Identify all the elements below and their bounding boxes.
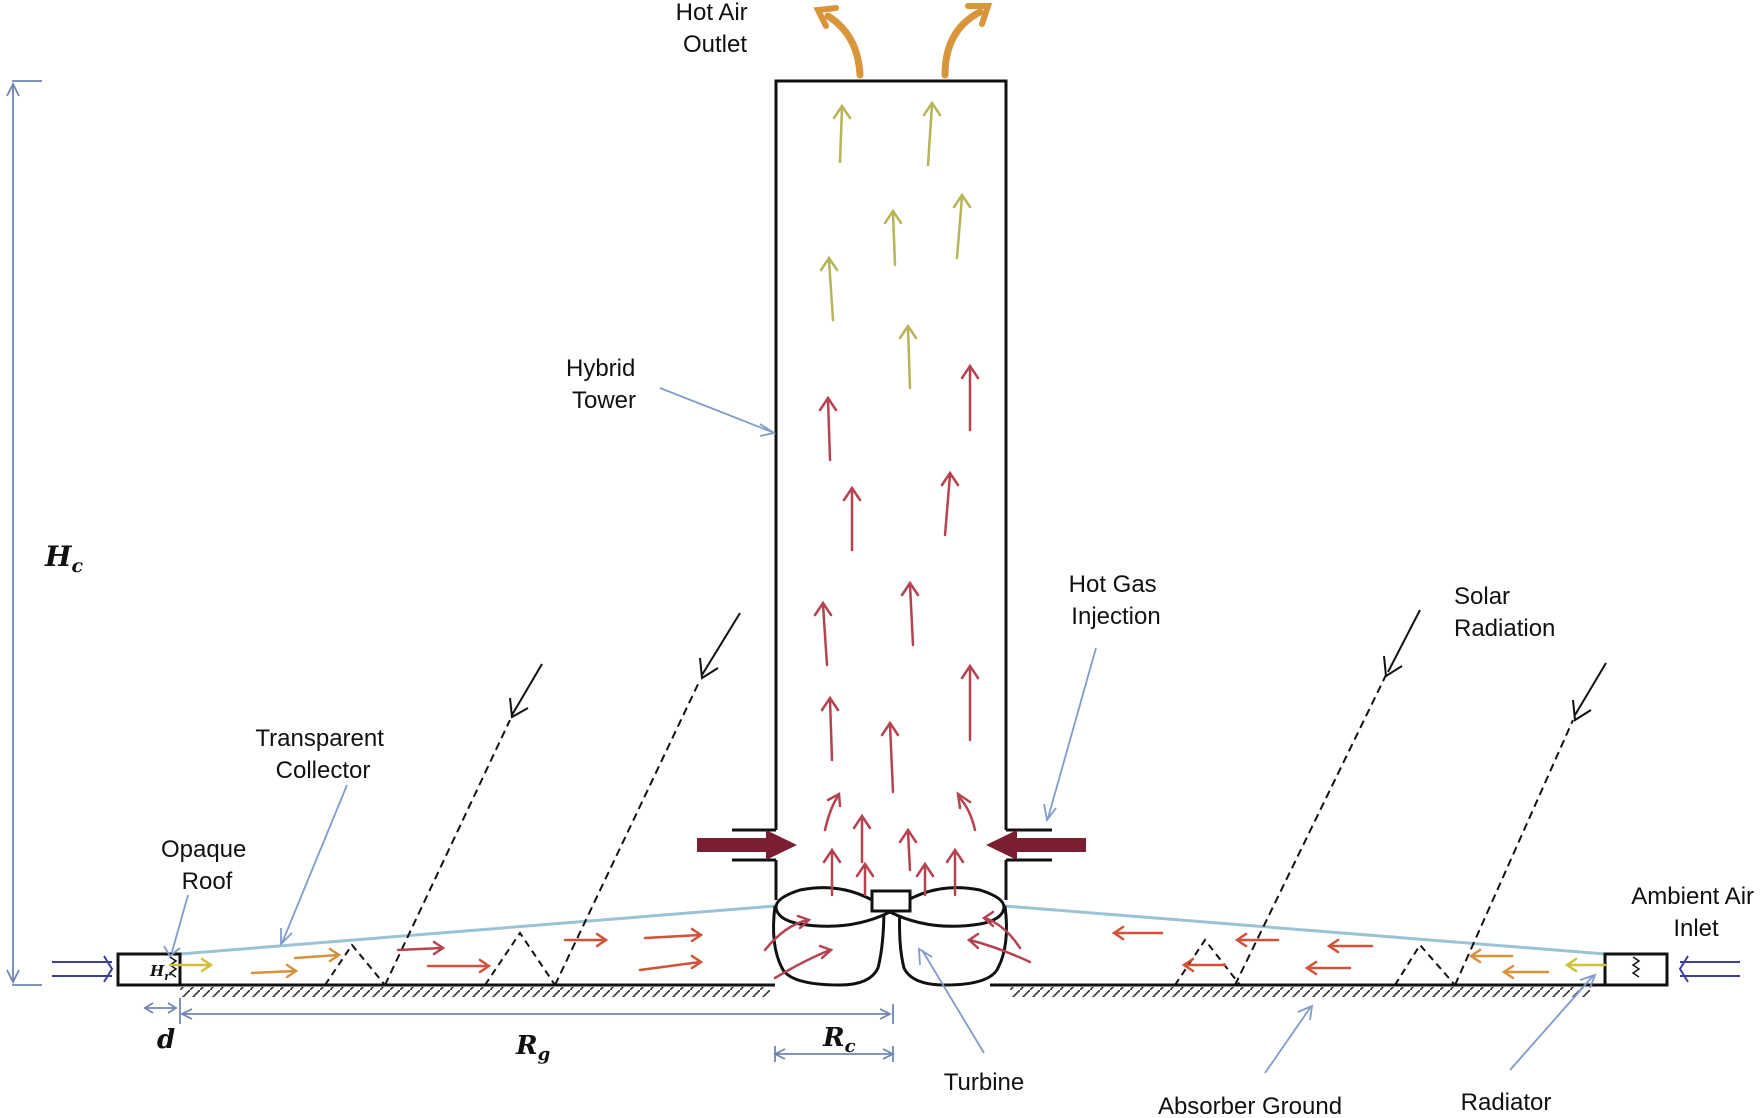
hybrid-tower-outline xyxy=(774,79,1008,900)
turbine-blades xyxy=(774,886,1006,928)
edge-width-symbol: d xyxy=(157,1025,175,1055)
tower-base-curve-right xyxy=(898,904,1008,987)
tower-flow-arrows xyxy=(813,100,980,897)
hot-air-outlet-arrows xyxy=(813,3,993,79)
radiator-label: Radiator xyxy=(1461,1089,1552,1116)
solar-ray-4 xyxy=(1454,719,1574,986)
collector-flow-arrows xyxy=(168,910,1607,980)
solar-ray-2-arrow xyxy=(701,612,741,676)
solar-ray-4-arrow xyxy=(1574,662,1607,716)
radiator-zigzag-right xyxy=(1631,956,1641,978)
solar-ray-4-head xyxy=(1572,699,1592,722)
solar-ray-2-head xyxy=(699,657,719,680)
tower-radius-symbol: Rc xyxy=(822,1023,856,1057)
hybrid-tower-label: Hybrid Tower xyxy=(566,355,642,414)
hot-gas-injection-arrow-right xyxy=(986,830,1086,860)
hot-gas-injection-arrow-left xyxy=(697,830,797,860)
transparent-collector-label: Transparent Collector xyxy=(255,725,390,784)
solar-ray-1-arrow xyxy=(511,663,543,716)
hot-gas-injection-label: Hot Gas Injection xyxy=(1069,571,1164,630)
transparent-collector-roof-right xyxy=(1004,904,1606,956)
reflection-zigzags xyxy=(324,931,1456,986)
opaque-roof-box-left xyxy=(116,952,182,987)
injection-pipe-right xyxy=(1006,828,1052,862)
solar-ray-2 xyxy=(554,679,701,986)
solar-radiation-rays xyxy=(384,609,1607,986)
absorber-ground-hatch-left xyxy=(180,987,770,997)
solar-ray-3 xyxy=(1234,674,1387,986)
absorber-ground-hatch-right xyxy=(1010,987,1590,997)
solar-ray-3-head xyxy=(1383,655,1403,678)
ambient-air-inlet-label: Ambient Air Inlet xyxy=(1631,883,1760,942)
opaque-roof-label: Opaque Roof xyxy=(161,836,253,895)
solar-ray-1-head xyxy=(509,697,529,719)
transparent-collector-roof-left xyxy=(179,904,776,956)
tower-base-curve-left xyxy=(772,904,886,987)
ambient-air-inlet-arrows xyxy=(52,955,1740,983)
ground-radius-symbol: Rg xyxy=(515,1031,550,1065)
radiator-zigzag-left xyxy=(168,956,178,978)
hot-air-outlet-label: Hot Air Outlet xyxy=(676,0,755,58)
turbine-hub xyxy=(870,889,912,913)
roof-height-symbol: Hr xyxy=(149,962,171,983)
absorber-ground-label: Absorber Ground xyxy=(1158,1093,1342,1118)
injection-pipe-left xyxy=(732,828,776,862)
dimension-lines xyxy=(6,80,896,1062)
leader-lines xyxy=(163,387,1597,1074)
solar-ray-1 xyxy=(384,719,511,986)
tower-height-symbol: Hc xyxy=(44,540,83,577)
solar-radiation-label: Solar Radiation xyxy=(1454,583,1555,642)
turbine-label: Turbine xyxy=(944,1069,1024,1096)
solar-ray-3-arrow xyxy=(1387,609,1421,673)
